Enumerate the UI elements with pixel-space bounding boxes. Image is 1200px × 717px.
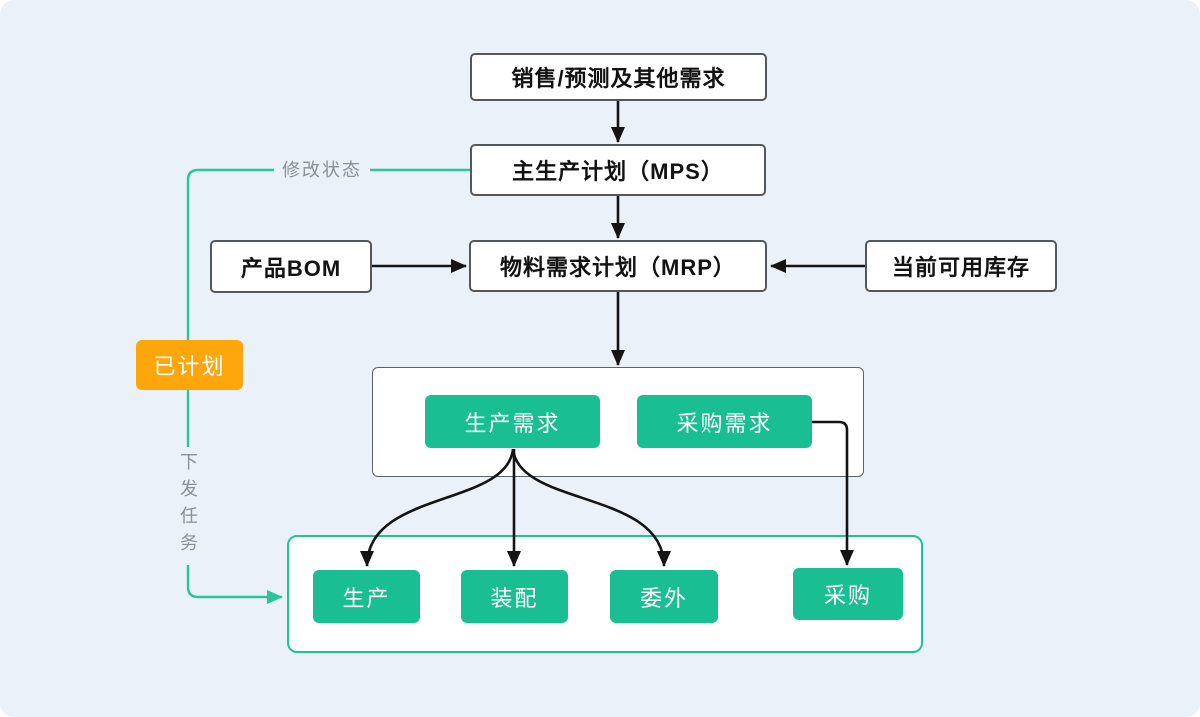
node-sales-forecast: 销售/预测及其他需求 <box>470 53 767 101</box>
node-mps: 主生产计划（MPS） <box>470 144 766 196</box>
node-planned-status-badge: 已计划 <box>136 340 243 390</box>
node-production-demand: 生产需求 <box>425 395 600 448</box>
edge-proddemand-to-outsourcing <box>511 448 671 567</box>
node-mrp: 物料需求计划（MRP） <box>469 240 767 292</box>
node-purchase-demand: 采购需求 <box>637 395 812 448</box>
edge-purchdemand-to-purchase <box>812 420 854 566</box>
node-product-bom: 产品BOM <box>210 240 372 293</box>
edge-label-modify-status: 修改状态 <box>274 159 370 181</box>
node-production: 生产 <box>313 570 420 623</box>
node-available-inventory: 当前可用库存 <box>865 240 1057 292</box>
node-assembly: 装配 <box>461 570 568 623</box>
node-purchase: 采购 <box>793 568 903 620</box>
edge-proddemand-to-production <box>360 448 515 567</box>
node-outsourcing: 委外 <box>610 570 718 623</box>
edge-label-dispatch-tasks: 下发任务 <box>175 447 201 565</box>
